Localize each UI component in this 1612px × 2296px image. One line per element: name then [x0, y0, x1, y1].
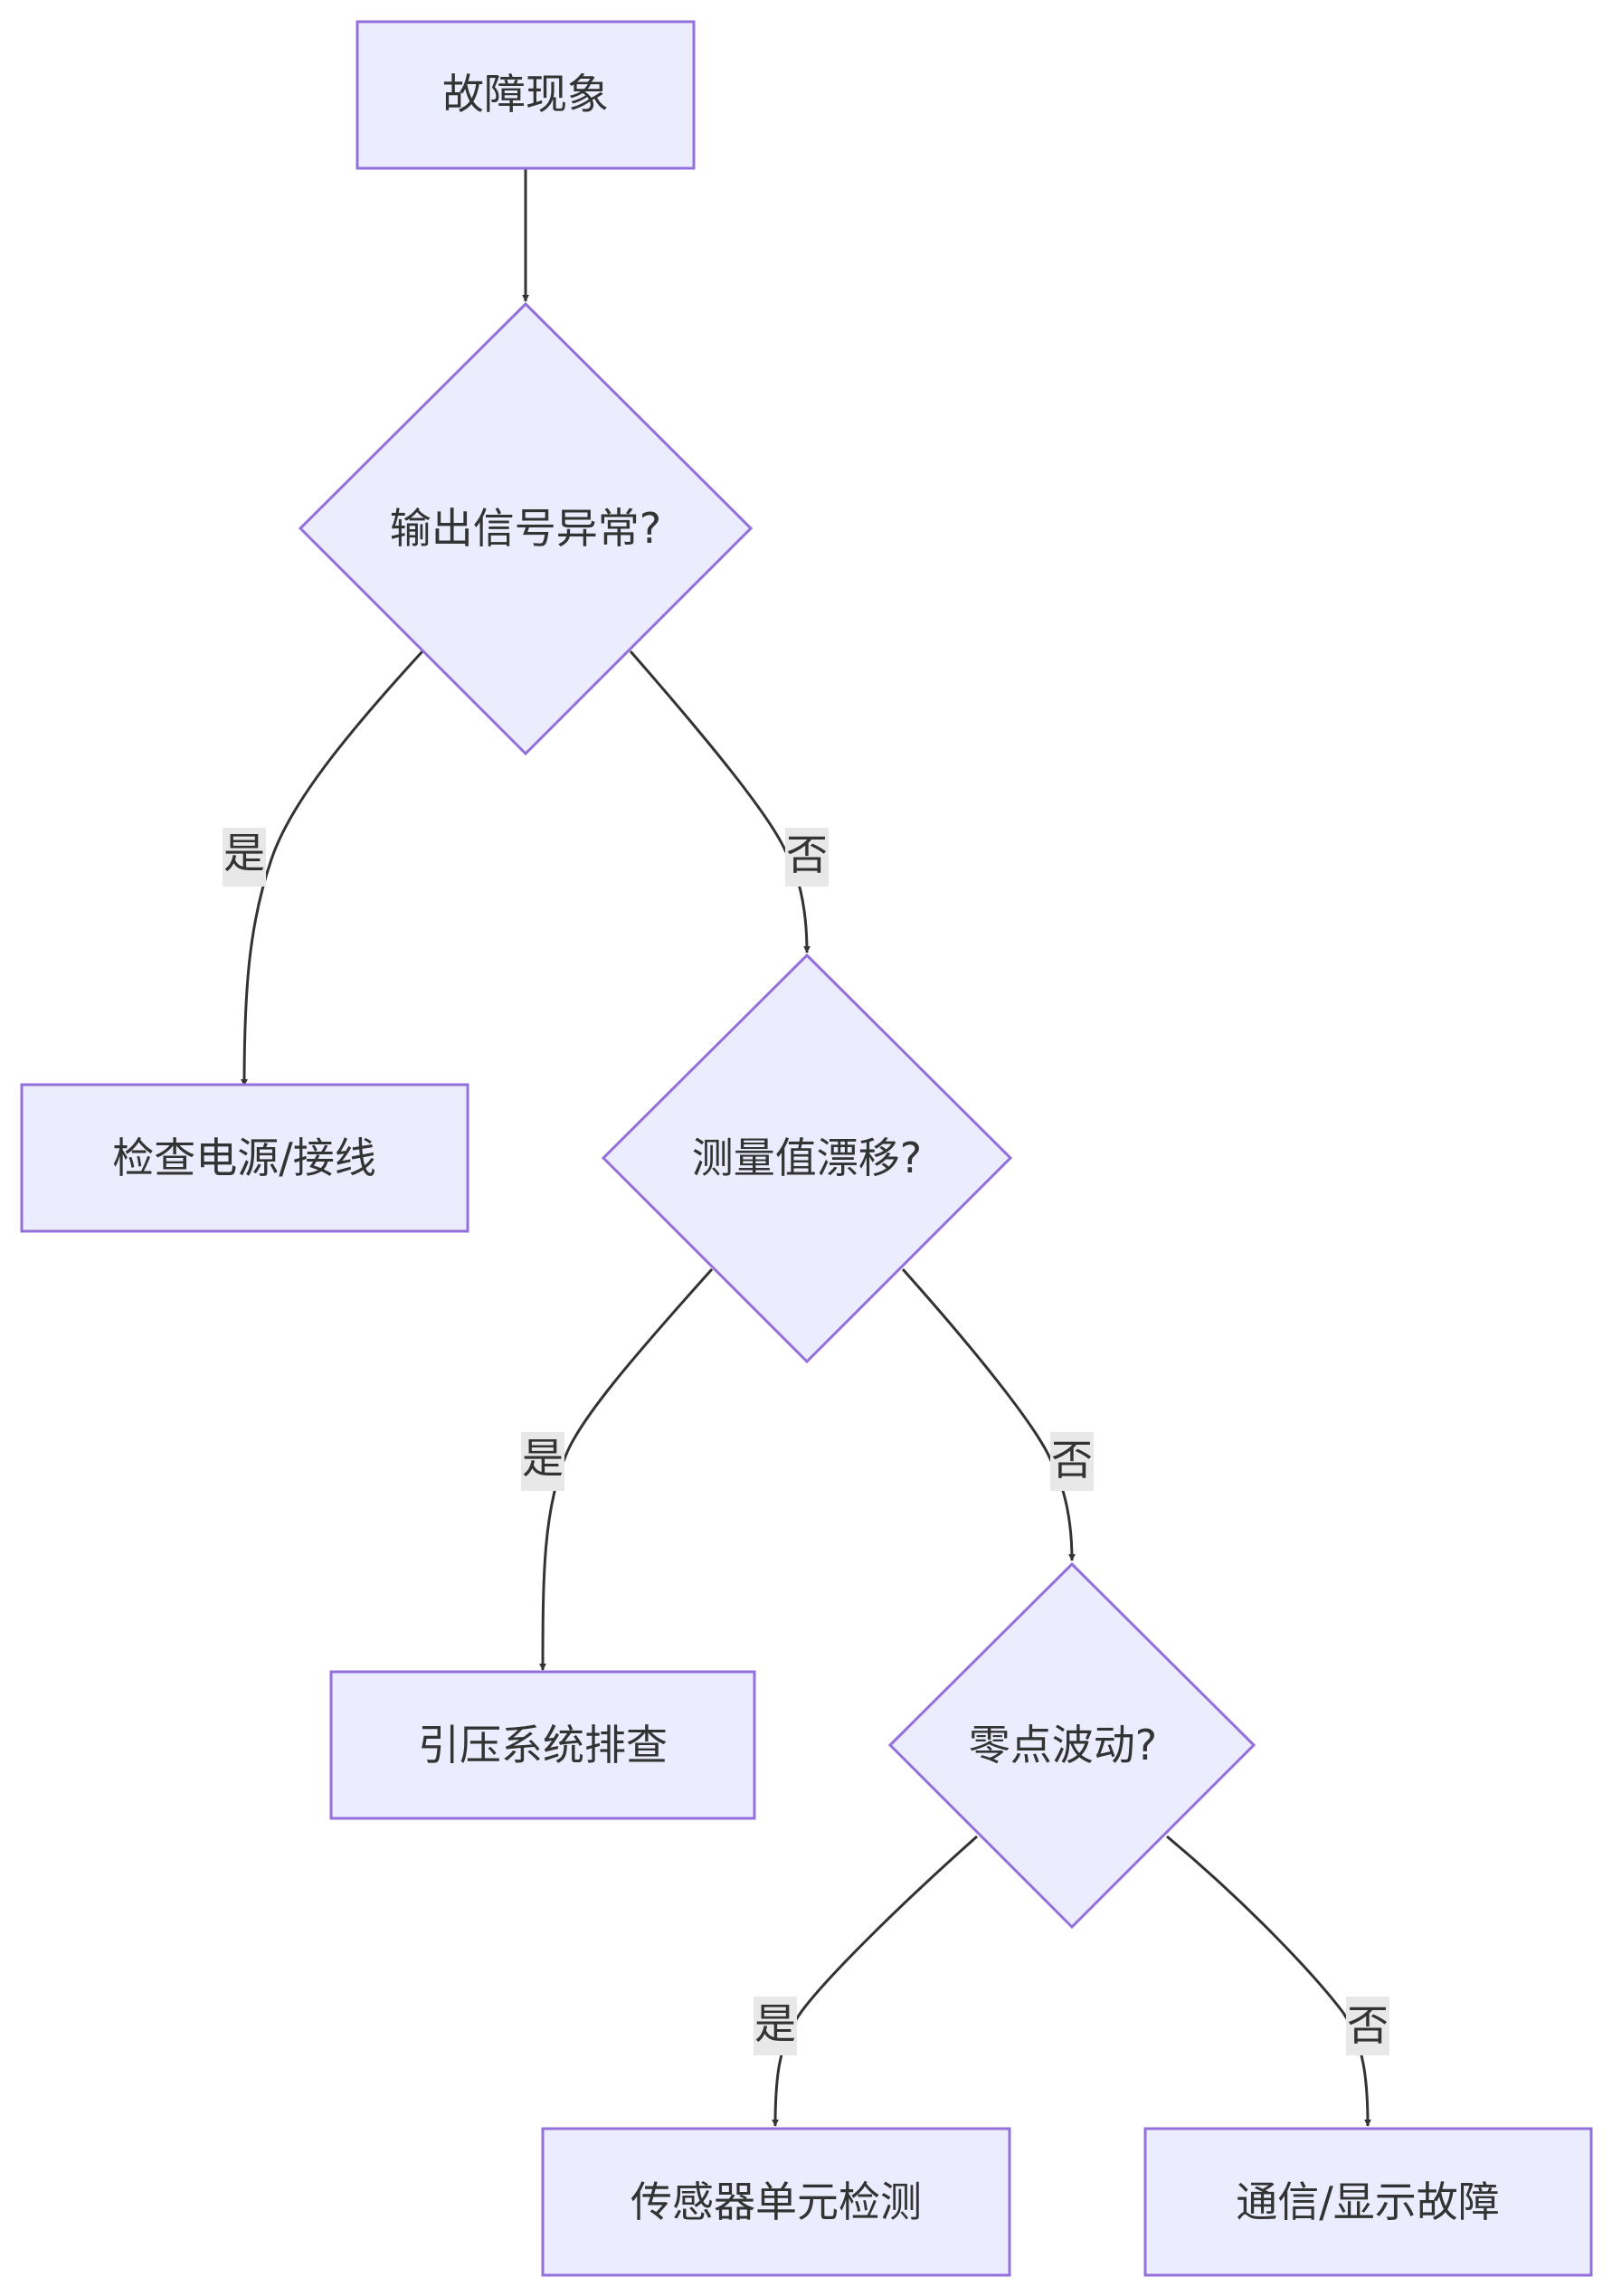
- node-start: 故障现象: [356, 20, 696, 170]
- node-start-label: 故障现象: [442, 70, 609, 119]
- edge-label-q1-yes-text: 是: [223, 829, 265, 878]
- node-decision-zero-fluctuation-label: 零点波动?: [969, 1721, 1157, 1769]
- edge-label-q2-yes-text: 是: [522, 1434, 564, 1483]
- edge-label-q3-no-text: 否: [1347, 2001, 1389, 2050]
- node-check-power-label: 检查电源/接线: [112, 1134, 376, 1182]
- edge-q3-yes: [772, 1835, 978, 2127]
- node-decision-output-abnormal: 输出信号异常?: [298, 301, 754, 756]
- node-check-power: 检查电源/接线: [20, 1083, 469, 1233]
- edge-label-q3-yes: 是: [754, 1997, 797, 2055]
- node-pressure-system-label: 引压系统排查: [418, 1721, 668, 1769]
- edge-label-q1-yes: 是: [223, 828, 266, 887]
- edge-q1-no: [629, 650, 811, 954]
- node-comm-display-label: 通信/显示故障: [1236, 2177, 1500, 2226]
- edge-label-q2-yes: 是: [521, 1432, 564, 1491]
- node-decision-drift: 测量值漂移?: [601, 953, 1013, 1364]
- edge-q2-no: [901, 1268, 1076, 1561]
- edge-q3-no: [1166, 1835, 1371, 2127]
- node-sensor-unit: 传感器单元检测: [541, 2127, 1011, 2277]
- edge-q2-yes: [539, 1267, 714, 1671]
- edge-label-q3-no: 否: [1346, 1997, 1389, 2055]
- edge-q1-yes: [241, 650, 424, 1086]
- node-comm-display: 通信/显示故障: [1143, 2127, 1593, 2277]
- node-pressure-system: 引压系统排查: [329, 1670, 756, 1820]
- edge-label-q1-no-text: 否: [786, 830, 828, 879]
- edge-label-q3-yes-text: 是: [754, 1999, 796, 2048]
- edge-label-q2-no-text: 否: [1051, 1436, 1093, 1485]
- edge-label-q2-no: 否: [1050, 1432, 1094, 1491]
- node-decision-output-abnormal-label: 输出信号异常?: [390, 504, 661, 553]
- node-decision-drift-label: 测量值漂移?: [692, 1134, 922, 1182]
- node-decision-zero-fluctuation: 零点波动?: [887, 1561, 1256, 1930]
- node-sensor-unit-label: 传感器单元检测: [631, 2177, 922, 2226]
- edge-label-q1-no: 否: [785, 828, 829, 887]
